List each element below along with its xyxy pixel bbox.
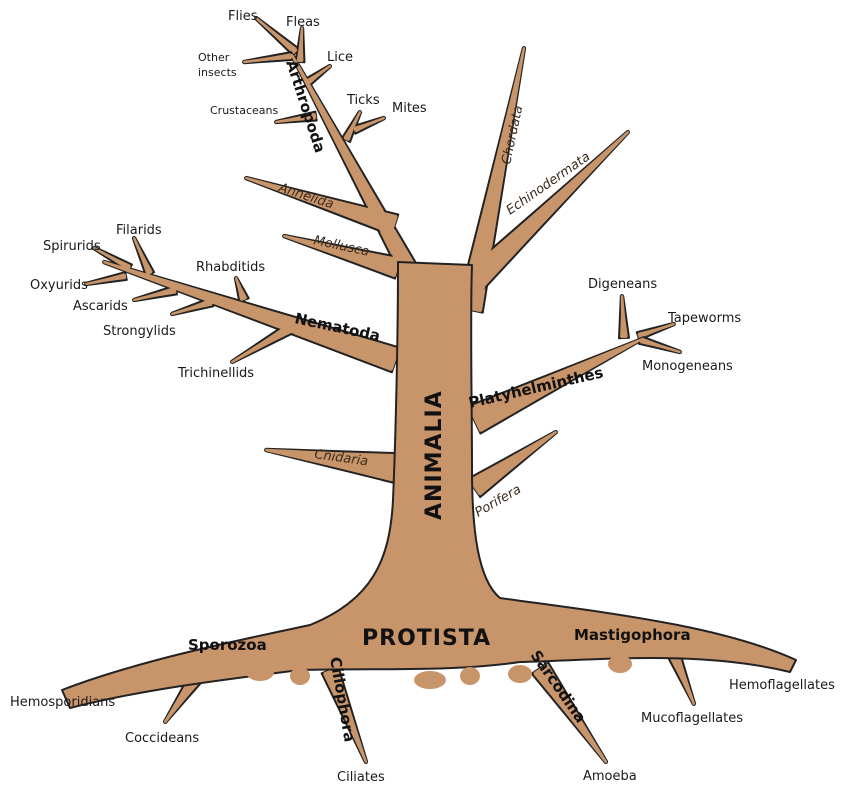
leaf-crustaceans: Crustaceans: [210, 104, 278, 117]
phylum-nematoda: Nematoda: [293, 309, 382, 345]
leaf-ciliates: Ciliates: [337, 770, 385, 785]
phylum-mastigophora: Mastigophora: [574, 626, 691, 644]
branch-cnidaria: Cnidaria: [313, 447, 369, 469]
branch-chordata: Chordata: [499, 104, 526, 166]
phylum-arthropoda: Arthropoda: [282, 58, 329, 155]
leaf-rhabditids: Rhabditids: [196, 260, 265, 275]
leaf-mucoflagellates: Mucoflagellates: [641, 711, 743, 726]
leaf-strongylids: Strongylids: [103, 324, 176, 339]
leaf-spirurids: Spirurids: [43, 239, 101, 254]
leaf-lice: Lice: [327, 50, 353, 65]
branch-porifera: Porifera: [473, 482, 524, 520]
phylum-ciliophora: Ciliophora: [326, 656, 359, 744]
kingdom-animalia: ANIMALIA: [422, 390, 447, 520]
phylum-sarcodina: Sarcodina: [527, 647, 590, 726]
leaf-other-insects-2: insects: [198, 66, 237, 79]
leaf-oxyurids: Oxyurids: [30, 278, 88, 293]
leaf-ticks: Ticks: [346, 93, 380, 108]
phylum-sporozoa: Sporozoa: [188, 636, 267, 654]
leaf-amoeba: Amoeba: [583, 769, 637, 784]
leaf-coccideans: Coccideans: [125, 731, 199, 746]
leaf-filarids: Filarids: [116, 223, 162, 238]
leaf-other-insects-1: Other: [198, 51, 230, 64]
kingdom-protista: PROTISTA: [362, 626, 491, 651]
leaf-monogeneans: Monogeneans: [642, 359, 733, 374]
leaf-ascarids: Ascarids: [73, 299, 128, 314]
leaf-trichinellids: Trichinellids: [177, 366, 254, 381]
leaf-flies: Flies: [228, 9, 258, 24]
branch-annelida: Annelida: [276, 180, 336, 212]
leaf-hemoflagellates: Hemoflagellates: [729, 678, 835, 693]
leaf-fleas: Fleas: [286, 15, 320, 30]
leaf-hemosporidians: Hemosporidians: [10, 695, 115, 710]
leaf-mites: Mites: [392, 101, 427, 116]
phylum-platyhelminthes: Platyhelminthes: [467, 363, 605, 412]
branch-echinodermata: Echinodermata: [504, 149, 593, 218]
leaf-digeneans: Digeneans: [588, 277, 657, 292]
branch-mollusca: Mollusca: [312, 233, 370, 259]
leaf-tapeworms: Tapeworms: [667, 311, 741, 326]
